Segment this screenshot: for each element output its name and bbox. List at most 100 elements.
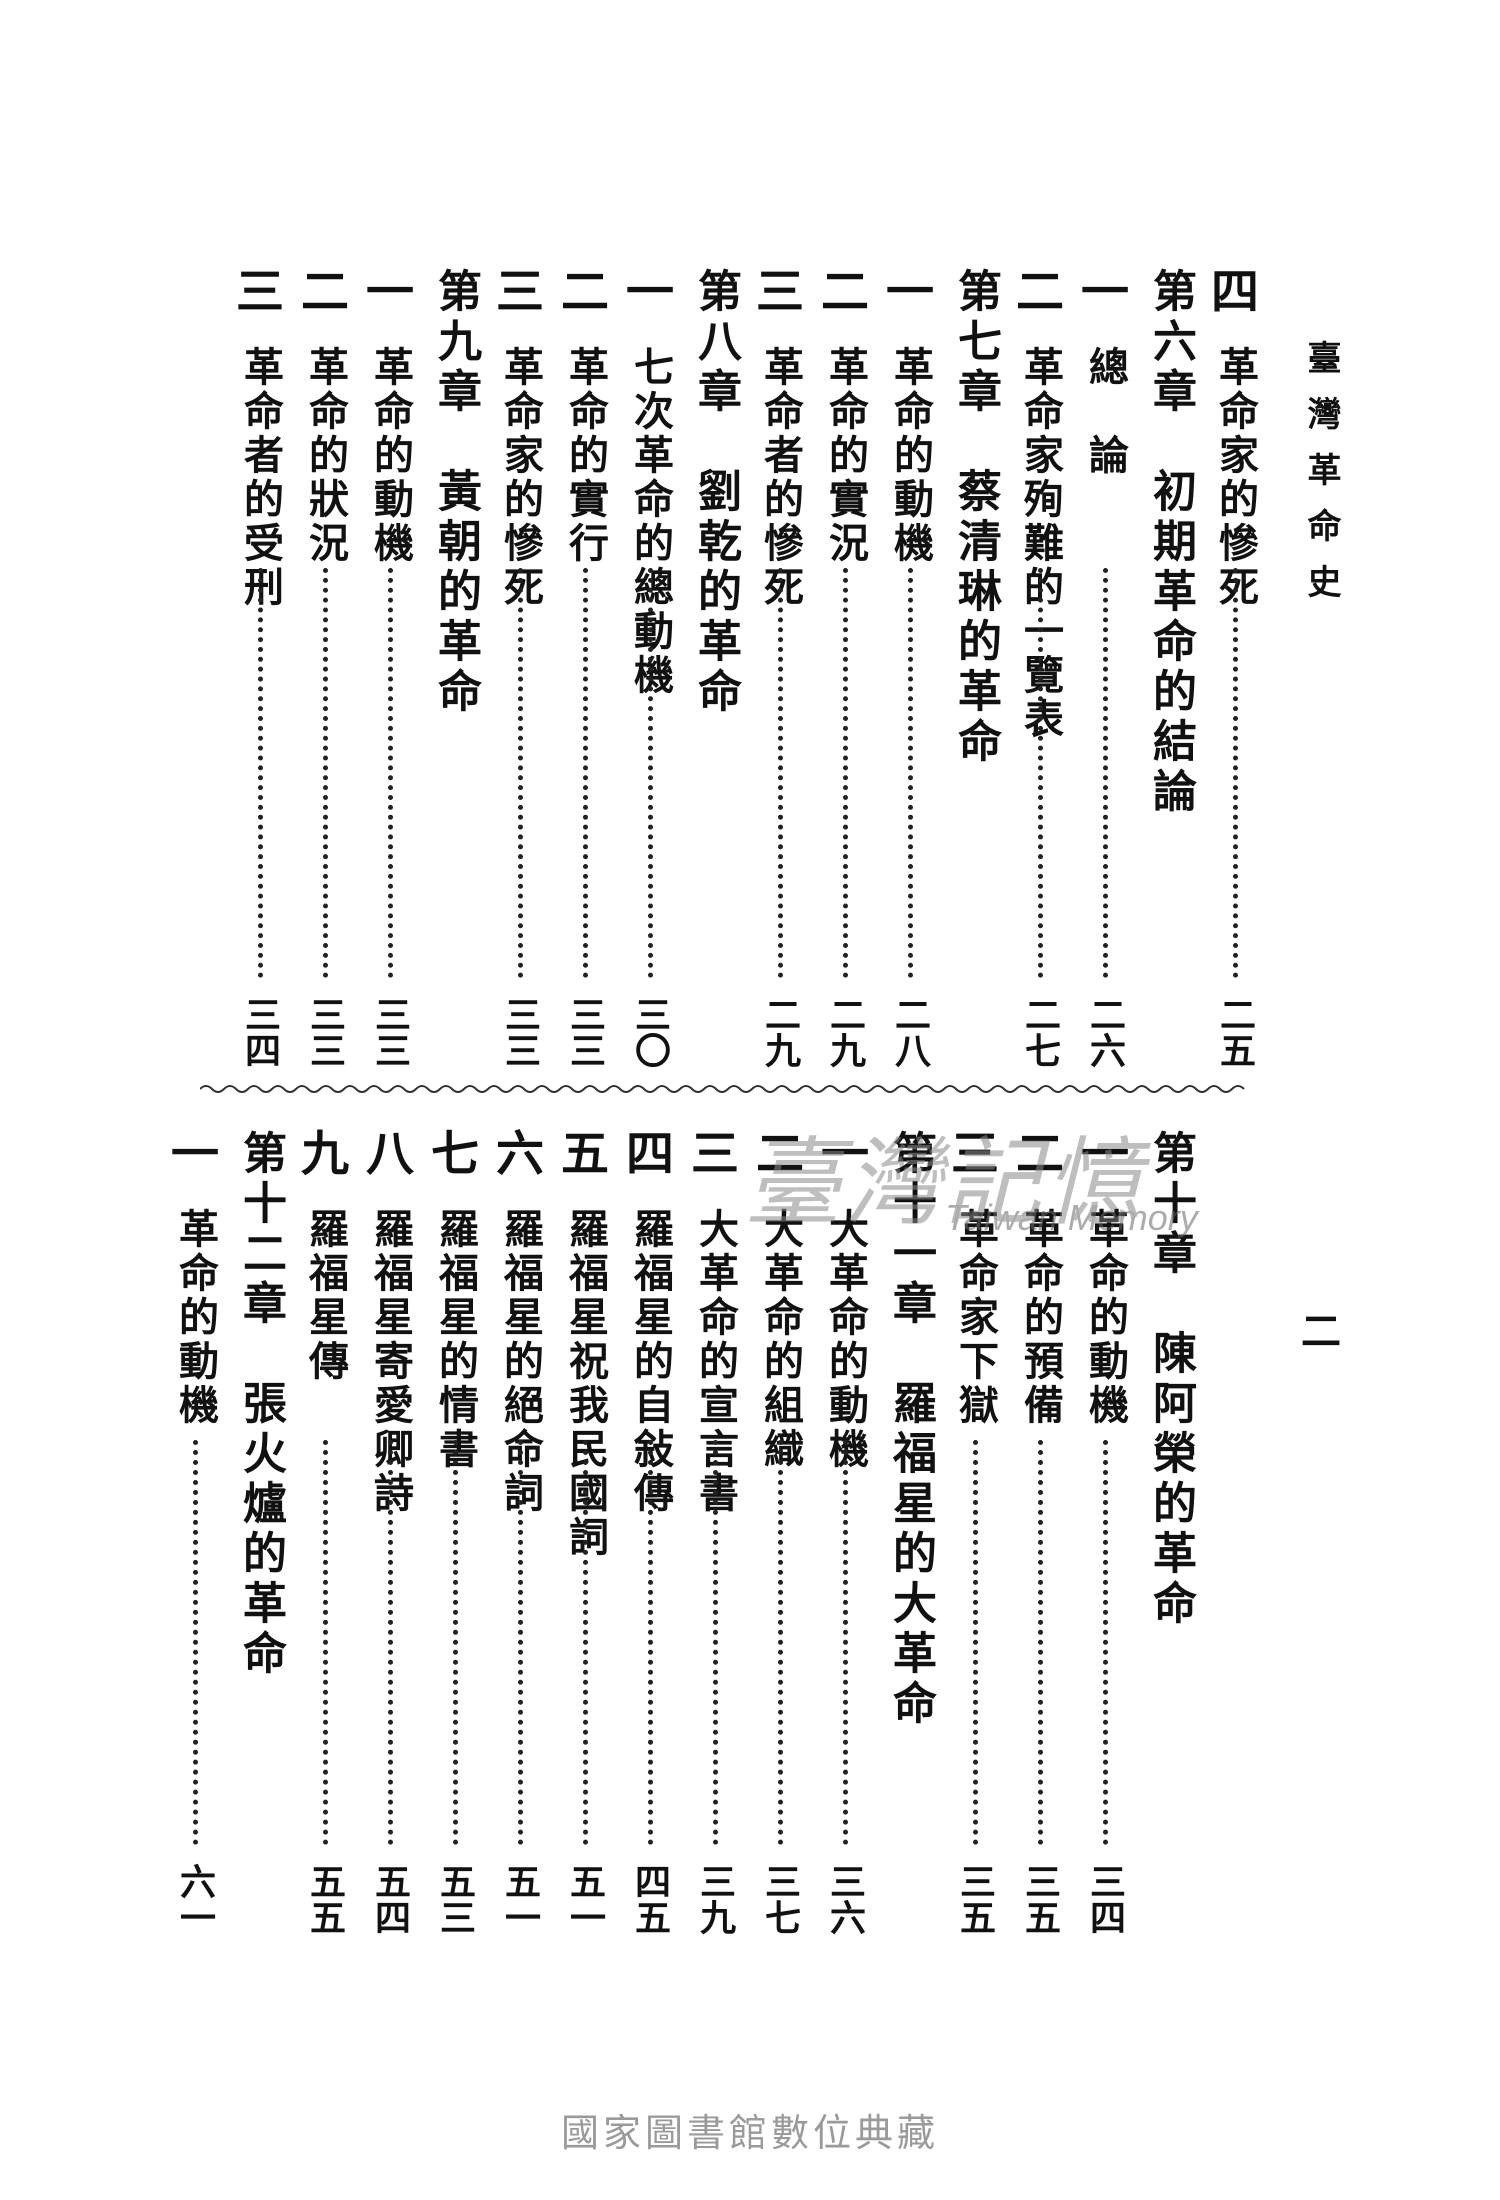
toc-entry: 一總 論二六 <box>1075 268 1135 1068</box>
toc-page-number: 二五 <box>1214 996 1256 1068</box>
toc-entry: 五羅福星祝我民國詞五一 <box>555 1130 615 1935</box>
dotted-leader <box>648 1440 653 1845</box>
chapter-title: 第九章 黃朝的革命 <box>430 268 481 718</box>
toc-entry-number: 一 <box>1080 264 1129 320</box>
toc-page-number: 三五 <box>1019 1863 1061 1935</box>
toc-chapter-heading: 第八章 劉乾的革命 <box>685 268 745 1068</box>
toc-entry-title: 革命的預備 <box>1017 1208 1064 1428</box>
watermark-main: 臺灣記憶 <box>745 1127 1145 1239</box>
toc-entry-number: 四 <box>625 1126 674 1182</box>
toc-entry-title: 革命的動機 <box>367 346 414 566</box>
dotted-leader <box>453 1440 458 1845</box>
toc-entry: 二革命的預備三五 <box>1010 1130 1070 1935</box>
dotted-leader <box>1233 568 1238 978</box>
toc-page-number: 三五 <box>954 1863 996 1935</box>
toc-entry-number: 三 <box>755 264 804 320</box>
dotted-leader <box>388 568 393 978</box>
chapter-title: 第十一章 羅福星的大革命 <box>885 1130 936 1730</box>
toc-entry: 一革命的動機三三 <box>360 268 420 1068</box>
toc-entry-number: 六 <box>495 1126 544 1182</box>
toc-entry-number: 二 <box>755 1126 804 1182</box>
toc-entry: 二革命的實行三三 <box>555 268 615 1068</box>
toc-entry: 八羅福星寄愛卿詩五四 <box>360 1130 420 1935</box>
toc-entry-number: 一 <box>885 264 934 320</box>
toc-page-number: 三四 <box>1084 1863 1126 1935</box>
toc-page-number: 三四 <box>239 996 281 1068</box>
toc-entry: 二革命家殉難的一覽表二七 <box>1010 268 1070 1068</box>
toc-entry: 四羅福星的自敍傳四五 <box>620 1130 680 1935</box>
toc-chapter-heading: 第九章 黃朝的革命 <box>425 268 485 1068</box>
toc-entry: 三革命者的受刑三四 <box>230 268 290 1068</box>
page-number: 二 <box>1294 1310 1341 1350</box>
dotted-leader <box>583 1440 588 1845</box>
toc-entry-number: 一 <box>365 264 414 320</box>
toc-entry: 三革命者的慘死二九 <box>750 268 810 1068</box>
toc-chapter-heading: 第十二章 張火爐的革命 <box>230 1130 290 1935</box>
dotted-leader <box>323 1440 328 1845</box>
toc-entry-number: 二 <box>560 264 609 320</box>
toc-page-number: 五一 <box>499 1863 541 1935</box>
toc-page-number: 六一 <box>174 1863 216 1935</box>
toc-page-number: 五三 <box>434 1863 476 1935</box>
dotted-leader <box>1038 1440 1043 1845</box>
toc-entry: 一七次革命的總動機三〇 <box>620 268 680 1068</box>
dotted-leader <box>323 568 328 978</box>
toc-entry-title: 革命者的受刑 <box>237 346 284 610</box>
footer-credit: 國家圖書館數位典藏 <box>560 2111 939 2155</box>
toc-entry: 二革命的狀況三三 <box>295 268 355 1068</box>
toc-entry: 三革命家的慘死三三 <box>490 268 550 1068</box>
toc-entry-title: 大革命的動機 <box>822 1208 869 1472</box>
dotted-leader <box>518 568 523 978</box>
toc-page-number: 三七 <box>759 1863 801 1935</box>
toc-entry: 三革命家下獄三五 <box>945 1130 1005 1935</box>
toc-entry-number: 二 <box>300 264 349 320</box>
dotted-leader <box>1103 1440 1108 1845</box>
dotted-leader <box>258 568 263 978</box>
running-head: 臺灣革命史 <box>1301 340 1341 620</box>
toc-entry-number: 一 <box>820 1126 869 1182</box>
toc-entry-number: 一 <box>625 264 674 320</box>
dotted-leader <box>713 1440 718 1845</box>
toc-entry-number: 一 <box>1080 1126 1129 1182</box>
toc-page-number: 二六 <box>1084 996 1126 1068</box>
toc-entry-title: 革命的實況 <box>822 346 869 566</box>
toc-entry: 九羅福星傳五五 <box>295 1130 355 1935</box>
dotted-leader <box>583 568 588 978</box>
toc-page-number: 三三 <box>304 996 346 1068</box>
toc-entry: 六羅福星的絕命詞五一 <box>490 1130 550 1935</box>
toc-entry-number: 二 <box>1015 264 1064 320</box>
toc-entry-number: 五 <box>560 1126 609 1182</box>
dotted-leader <box>193 1440 198 1845</box>
chapter-title: 第十二章 張火爐的革命 <box>235 1130 286 1680</box>
toc-entry: 一革命的動機三四 <box>1075 1130 1135 1935</box>
dotted-leader <box>648 568 653 978</box>
toc-entry-number: 三 <box>690 1126 739 1182</box>
toc-chapter-heading: 第七章 蔡清琳的革命 <box>945 268 1005 1068</box>
dotted-leader <box>908 568 913 978</box>
toc-page-number: 二八 <box>889 996 931 1068</box>
toc-entry-title: 革命的實行 <box>562 346 609 566</box>
chapter-title: 第六章 初期革命的結論 <box>1145 268 1196 818</box>
toc-entry-title: 革命家下獄 <box>952 1208 999 1428</box>
toc-chapter-heading: 第十一章 羅福星的大革命 <box>880 1130 940 1935</box>
dotted-leader <box>388 1440 393 1845</box>
toc-entry-title: 革命的動機 <box>172 1208 219 1428</box>
dotted-leader <box>973 1440 978 1845</box>
toc-page-number: 三三 <box>369 996 411 1068</box>
toc-entry: 三大革命的宣言書三九 <box>685 1130 745 1935</box>
toc-page-number: 二九 <box>824 996 866 1068</box>
toc-entry-number: 三 <box>950 1126 999 1182</box>
dotted-leader <box>1038 568 1043 978</box>
toc-entry-number: 二 <box>1015 1126 1064 1182</box>
taiwan-memory-watermark: 臺灣記憶 Taiwan Memory <box>745 1105 1205 1255</box>
toc-entry: 二革命的實況二九 <box>815 268 875 1068</box>
toc-entry: 四革命家的慘死二五 <box>1205 268 1265 1068</box>
toc-page-number: 三〇 <box>629 996 671 1068</box>
toc-entry-title: 總 論 <box>1082 346 1129 478</box>
wavy-divider <box>200 1085 1245 1093</box>
toc-entry-title: 羅福星的情書 <box>432 1208 479 1472</box>
toc-entry-number: 八 <box>365 1126 414 1182</box>
watermark-sub: Taiwan Memory <box>945 1197 1198 1238</box>
toc-entry-number: 三 <box>495 264 544 320</box>
toc-page-number: 三九 <box>694 1863 736 1935</box>
